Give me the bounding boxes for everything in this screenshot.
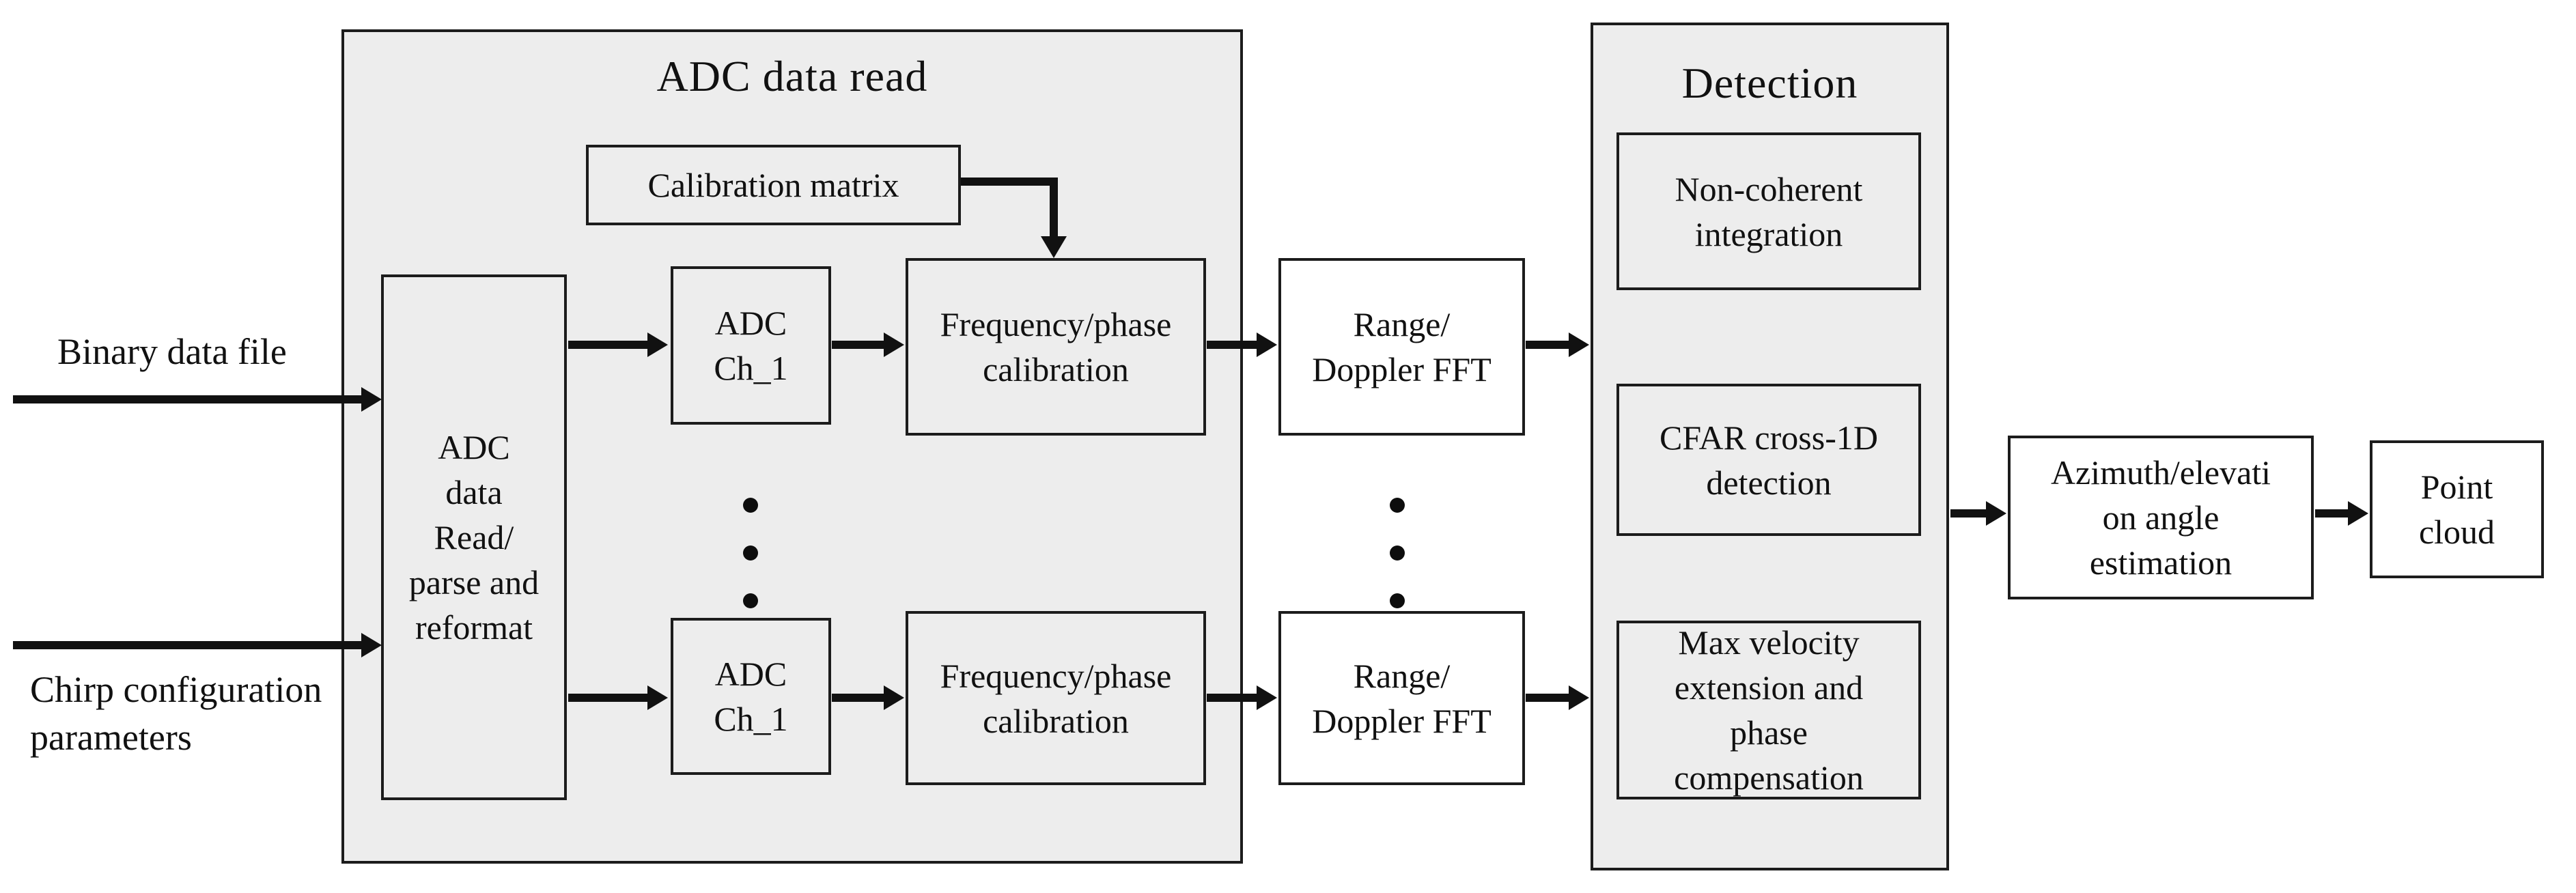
arrow-shaft <box>1526 341 1571 349</box>
arrow-head <box>1569 685 1589 710</box>
arrow-head <box>647 332 668 357</box>
arrow-shaft <box>568 341 650 349</box>
detection-title: Detection <box>1681 59 1858 107</box>
arrow-shaft <box>568 694 650 702</box>
arrow-chirp-input <box>13 633 382 657</box>
azimuth-elevation-estimation-box: Azimuth/elevati on angle estimation <box>2008 436 2314 599</box>
arrow-shaft <box>13 395 364 403</box>
arrow-shaft <box>13 641 364 649</box>
non-coherent-integration-box: Non-coherent integration <box>1616 132 1921 290</box>
arrow-freq-to-fft-bottom <box>1207 685 1277 710</box>
arrow-shaft <box>2315 509 2351 518</box>
arrow-binary-input <box>13 387 382 412</box>
arrow-shaft <box>1207 694 1259 702</box>
adc-parse-reformat-box: ADC data Read/ parse and reformat <box>381 274 567 800</box>
adc-ch1-bottom-box: ADC Ch_1 <box>671 618 831 775</box>
arrow-adc-to-freq-bottom <box>832 685 904 710</box>
arrow-fft-to-detection-top <box>1526 332 1589 357</box>
freq-phase-calibration-top-box: Frequency/phase calibration <box>906 258 1206 436</box>
arrow-detection-to-azimuth <box>1950 501 2006 526</box>
arrow-azimuth-to-pointcloud <box>2315 501 2368 526</box>
arrow-fft-to-detection-bottom <box>1526 685 1589 710</box>
arrow-head <box>1257 685 1277 710</box>
adc-ch1-top-box: ADC Ch_1 <box>671 266 831 425</box>
arrow-shaft <box>1526 694 1571 702</box>
ellipsis-dot <box>1390 498 1405 513</box>
arrow-shaft <box>832 694 886 702</box>
calibration-connector-arrow-head <box>1041 236 1067 258</box>
max-velocity-extension-box: Max velocity extension and phase compens… <box>1616 621 1921 799</box>
arrow-head <box>2348 501 2368 526</box>
ellipsis-dot <box>743 545 758 561</box>
calibration-connector-horizontal <box>961 178 1058 186</box>
arrow-parse-to-adc-top <box>568 332 668 357</box>
arrow-shaft <box>1950 509 1989 518</box>
arrow-head <box>1257 332 1277 357</box>
arrow-shaft <box>832 341 886 349</box>
range-doppler-fft-top-box: Range/ Doppler FFT <box>1278 258 1525 436</box>
range-doppler-fft-bottom-box: Range/ Doppler FFT <box>1278 611 1525 785</box>
cfar-detection-box: CFAR cross-1D detection <box>1616 384 1921 536</box>
arrow-head <box>647 685 668 710</box>
calibration-connector-vertical <box>1050 178 1058 239</box>
calibration-matrix-box: Calibration matrix <box>586 145 961 225</box>
arrow-head <box>1569 332 1589 357</box>
arrow-head <box>884 332 904 357</box>
binary-data-file-label: Binary data file <box>57 331 287 372</box>
arrow-head <box>1986 501 2006 526</box>
adc-data-read-title: ADC data read <box>656 52 928 100</box>
arrow-parse-to-adc-bottom <box>568 685 668 710</box>
ellipsis-dot <box>743 498 758 513</box>
chirp-config-label: Chirp configuration parameters <box>30 669 322 759</box>
ellipsis-dot <box>743 593 758 608</box>
point-cloud-box: Point cloud <box>2370 440 2544 578</box>
arrow-head <box>884 685 904 710</box>
ellipsis-dot <box>1390 593 1405 608</box>
arrow-freq-to-fft-top <box>1207 332 1277 357</box>
freq-phase-calibration-bottom-box: Frequency/phase calibration <box>906 611 1206 785</box>
ellipsis-dot <box>1390 545 1405 561</box>
arrow-head <box>361 387 382 412</box>
arrow-head <box>361 633 382 657</box>
arrow-shaft <box>1207 341 1259 349</box>
arrow-adc-to-freq-top <box>832 332 904 357</box>
